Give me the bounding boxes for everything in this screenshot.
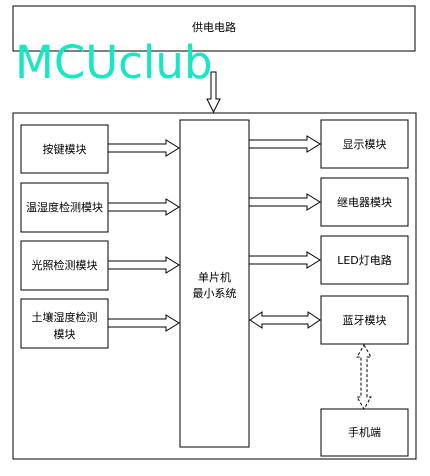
relay-label: 继电器模块 (337, 196, 392, 209)
display-label: 显示模块 (343, 138, 387, 151)
led-box (320, 235, 409, 285)
wireless-double-arrow (356, 344, 372, 410)
display-box (320, 119, 409, 169)
phone-label: 手机端 (348, 425, 381, 439)
power-arrow (206, 71, 221, 114)
led-label: LED灯电路 (337, 254, 392, 267)
power-box (12, 5, 416, 52)
bluetooth-label: 蓝牙模块 (343, 314, 387, 327)
mcu-box (179, 119, 250, 448)
keys-arrow (107, 139, 180, 157)
temp-humidity-box (20, 182, 109, 233)
soil-box (20, 298, 109, 349)
display-arrow (248, 135, 321, 153)
light-arrow (107, 256, 180, 274)
temp-humidity-label: 温湿度检测模块 (26, 200, 103, 214)
bluetooth-double-arrow (249, 311, 321, 329)
soil-arrow (107, 314, 180, 332)
light-label: 光照检测模块 (32, 258, 98, 272)
outer-frame (12, 112, 417, 460)
mcu-label-line2: 最小系统 (193, 287, 237, 300)
power-label: 供电电路 (192, 20, 236, 34)
soil-label-line2: 模块 (54, 328, 76, 341)
bluetooth-box (320, 295, 409, 345)
mcu-label-line1: 单片机 (198, 270, 231, 284)
keys-box (20, 124, 109, 174)
light-box (20, 240, 109, 291)
led-arrow (248, 251, 321, 269)
soil-label-line1: 土壤湿度检测 (32, 310, 98, 324)
temp-humidity-arrow (107, 198, 180, 216)
watermark-text: MCUclub (15, 36, 213, 89)
keys-label: 按键模块 (43, 142, 87, 156)
relay-arrow (248, 193, 321, 211)
relay-box (320, 177, 409, 227)
